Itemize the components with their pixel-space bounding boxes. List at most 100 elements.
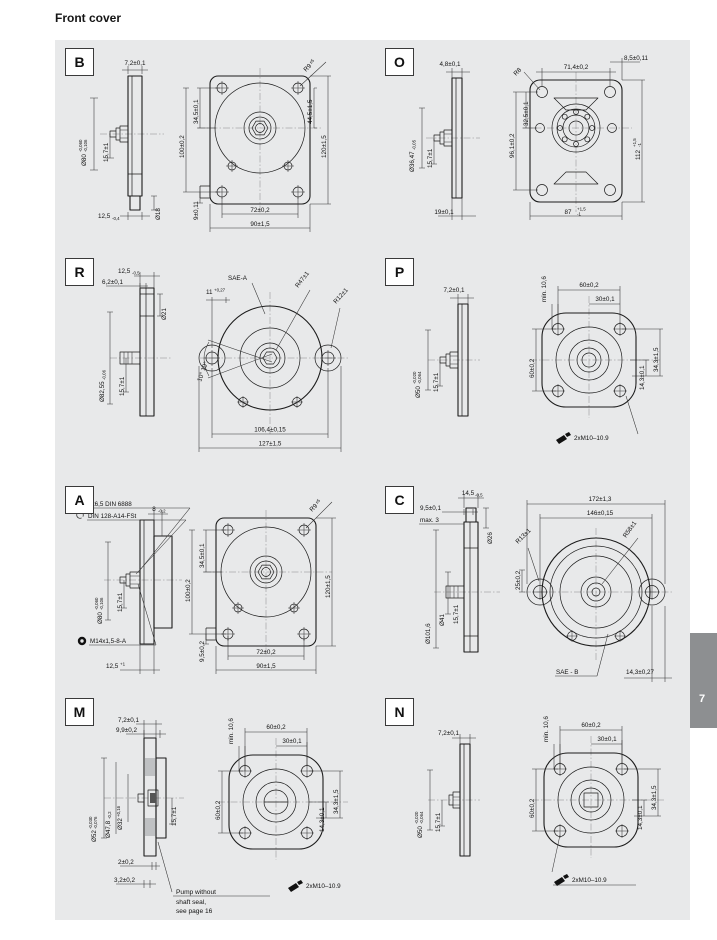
dim-label: 120±1,5 [325,575,332,598]
dim-label-group: Ø52 -0,030 -0,076 [88,816,98,842]
dim-label: 34,5±0,1 [199,543,206,568]
dim-label: 12,5 [106,663,119,670]
variant-badge-m: M [65,698,94,726]
bolt-holes [221,523,311,641]
front-view: 60±0,2 30±0,1 min. 10,6 60±0,2 34,3±1,5 … [529,716,664,886]
dim-label: 7,2±0,1 [444,287,465,294]
dim-label: Ø52 [91,830,98,842]
dim-label: 96,1±0,2 [509,133,516,158]
dim-tol: -0,106 [83,139,88,152]
dim-label: 127±1,5 [259,441,282,448]
dim-label: 60±0,2 [529,358,536,378]
dim-tol: +0,27 [214,288,226,293]
dim-label: Ø80 [81,154,88,166]
page-title: Front cover [55,11,122,25]
variant-badge-b: B [65,48,94,76]
dim-label-group: Ø50 -0,020 -0,064 [414,811,424,838]
dim-label: Ø18 [155,208,162,220]
dim-label: 25±0,2 [515,570,522,590]
content-panel [55,40,690,920]
dim-tol: -1 [577,212,581,217]
dim-label: 14,3±0,1 [639,365,646,390]
dim-tol: -0,4 [112,216,120,221]
dim-label: 60±0,2 [581,722,601,729]
drawing-p: 7,2±0,1 Ø50 -0,020 -0,064 15,7±1 [412,276,663,444]
dim-label: 60±0,2 [266,724,286,731]
dim-label: 146±0,15 [587,510,614,517]
dim-label: 14,3±0,1 [637,805,644,830]
dim-tol: -0,076 [93,816,98,829]
dim-label: 100±0,2 [185,579,192,602]
dim-label: 10° 10° [195,360,210,383]
dim-label: Ø82,55 [99,381,106,402]
dim-tol: -0,06 [102,369,107,380]
front-view: 172±1,3 146±0,15 R58±1 R13±1 25±0,2 SAE … [514,496,672,682]
dim-label: 8 [152,506,156,513]
dim-label: Ø26 [487,532,494,544]
dim-label: 60±0,2 [579,282,599,289]
dim-tol: -0,106 [99,597,104,610]
dim-label: 71,4±0,2 [564,64,589,71]
variant-badge-r: R [65,258,94,286]
dim-label: 15,7±1 [171,806,178,826]
dim-tol: -0,05 [412,139,417,150]
dim-label: 44,5±1,5 [307,99,314,124]
dim-label: Ø36,47 [409,151,416,172]
dim-label: 3,2±0,2 [114,877,135,884]
drawing-n: 7,2±0,1 Ø50 -0,020 -0,064 15,7±1 [414,716,664,886]
dim-label: R13±1 [514,527,532,545]
dim-label-group: Ø50 -0,020 -0,064 [412,371,422,398]
dim-label: 4,8±0,1 [440,61,461,68]
dim-label: Ø80 [97,612,104,624]
dim-tol: -0,5 [132,271,140,276]
nut-icon [77,636,87,646]
dim-tol: -0,060 [78,139,83,152]
dim-label: 15,7±1 [435,812,442,832]
side-view: 7,2±0,1 Ø50 -0,020 -0,064 15,7±1 [414,730,480,857]
dim-tol: -0,064 [417,371,422,384]
dim-label: 106,4±0,15 [254,427,286,434]
dim-tol: +1 [120,662,126,667]
drawing-r: 12,5 -0,5 6,2±0,1 Ø21 Ø82,55 -0,06 15,7±… [99,268,350,452]
note-line: Pump without [176,889,216,896]
dim-label: 9,5±0,1 [420,505,441,512]
variant-section-p: P 7,2±0,1 Ø50 -0,020 -0,064 15,7±1 [380,256,690,478]
dim-label: 34,5±0,1 [193,99,200,124]
screws-label: 2xM10–10.9 [574,435,609,442]
dim-tol: -0,030 [88,816,93,829]
dim-label: 11 [206,289,213,296]
dim-label: min. 10,6 [541,276,548,302]
dim-label: 9±0,11 [193,201,200,220]
drawing-o: 4,8±0,1 Ø36,47 -0,05 15,7±1 19±0,1 [409,55,648,220]
dim-label: 7,2±0,1 [118,717,139,724]
dim-label: 14,5 [462,490,475,497]
variant-badge-c: C [385,486,414,514]
bolt-holes [532,584,660,642]
dim-label-group: Ø47,8 -0,2 [105,811,112,838]
side-view: 14,5 -0,5 9,5±0,1 max. 3 Ø26 Ø101,6 Ø41 … [419,490,500,653]
dim-label: Ø101,6 [425,623,432,644]
variant-section-r: R 12,5 -0,5 6,2±0,1 Ø21 Ø82,55 -0,06 [60,256,375,478]
screws-label: 2xM10–10.9 [306,883,341,890]
dim-label: 34,3±1,5 [653,347,660,372]
front-view: 71,4±0,2 8,5±0,11 R8 96,1±0,2 32,5±0,1 1… [509,55,648,220]
dim-label: 9,5±0,2 [199,641,206,662]
dim-label: min. 10,6 [543,716,550,742]
bolt-holes [204,350,336,408]
dim-label: R9 [302,62,313,73]
sae-label: SAE-A [228,275,248,282]
dim-label: 34,3±1,5 [651,785,658,810]
dim-tol: -0,5 [475,493,483,498]
front-view: 34,5±0,1 100±0,2 9,5±0,2 72±0,2 90±1,5 1… [185,498,336,674]
dim-label: Ø50 [415,386,422,398]
dim-label: 100±0,2 [179,135,186,158]
dim-label: 6,2±0,1 [102,279,123,286]
dim-tol: +1,5 [632,138,637,147]
dim-tol: +0,16 [116,805,121,817]
dim-label: 15,7±1 [427,148,434,168]
dim-label: 87 [564,209,572,216]
dim-label: 9,9±0,2 [116,727,137,734]
dim-tol: ±5 [314,498,321,505]
variant-section-o: O 4,8±0,1 Ø36,47 -0,05 15,7±1 19±0,1 [380,46,690,251]
